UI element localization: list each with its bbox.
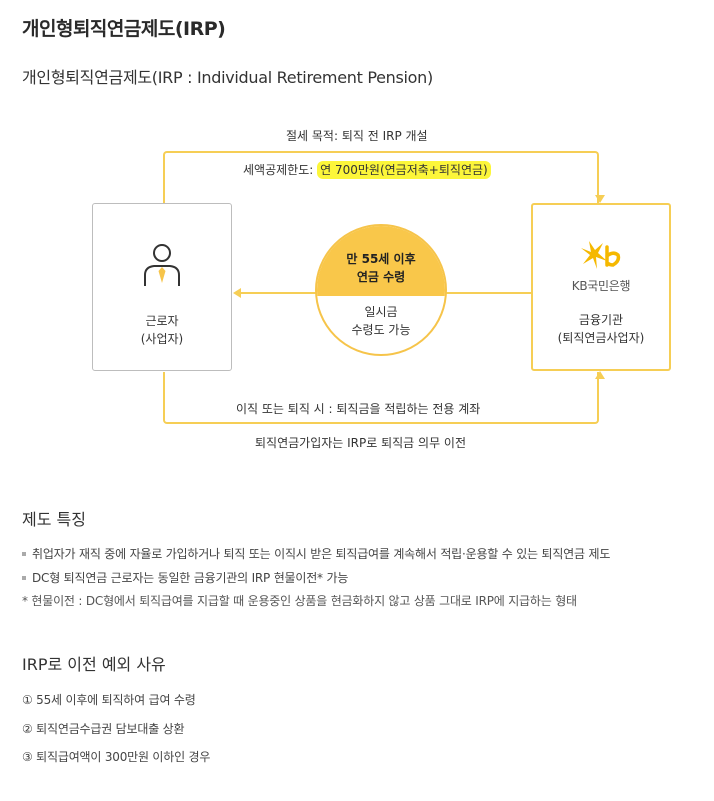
exception-item: ② 퇴직연금수급권 담보대출 상환 <box>22 722 185 736</box>
feature-item: DC형 퇴직연금 근로자는 동일한 금융기관의 IRP 현물이전* 가능 <box>22 569 348 586</box>
page-title: 개인형퇴직연금제도(IRP) <box>22 18 226 40</box>
middle-flow-arrow <box>233 288 241 298</box>
top-flow-arrow <box>595 195 605 203</box>
pension-circle: 만 55세 이후 연금 수령 일시금 수령도 가능 <box>315 224 447 356</box>
exception-item: ③ 퇴직급여액이 300만원 이하인 경우 <box>22 750 211 764</box>
bank-label: 금융기관 <box>578 313 624 327</box>
bank-sublabel: (퇴직연금사업자) <box>557 331 645 345</box>
deduction-limit: 세액공제한도: 연 700만원(연금저축+퇴직연금) <box>243 161 491 179</box>
feature-note: * 현물이전 : DC형에서 퇴직급여를 지급할 때 운용중인 상품을 현금화하… <box>22 594 577 608</box>
kb-star-logo-icon <box>581 241 621 269</box>
bottom-flow-line <box>163 372 599 424</box>
bank-logo-text: KB국민은행 <box>571 279 631 293</box>
exception-item: ① 55세 이후에 퇴직하여 급여 수령 <box>22 693 196 707</box>
circle-top-half <box>317 226 445 296</box>
diagram-bottom-label: 이직 또는 퇴직 시 : 퇴직금을 적립하는 전용 계좌 <box>236 402 481 416</box>
circle-top-line1: 만 55세 이후 <box>346 252 416 266</box>
page-subtitle: 개인형퇴직연금제도(IRP : Individual Retirement Pe… <box>22 68 433 87</box>
diagram-top-label: 절세 목적: 퇴직 전 IRP 개설 <box>286 129 428 143</box>
circle-bottom-line1: 일시금 <box>364 305 398 319</box>
bank-box: KB국민은행 금융기관 (퇴직연금사업자) <box>531 203 671 371</box>
person-icon <box>144 244 180 286</box>
diagram-bottom-note: 퇴직연금가입자는 IRP로 퇴직금 의무 이전 <box>255 436 467 450</box>
worker-box: 근로자 (사업자) <box>92 203 232 371</box>
circle-top-line2: 연금 수령 <box>356 270 406 284</box>
deduction-highlight: 연 700만원(연금저축+퇴직연금) <box>317 161 491 179</box>
worker-label: 근로자 <box>145 314 179 328</box>
worker-sublabel: (사업자) <box>140 332 184 346</box>
bottom-flow-arrow <box>595 371 605 379</box>
deduction-prefix: 세액공제한도: <box>243 163 314 177</box>
features-title: 제도 특징 <box>22 510 86 529</box>
exceptions-title: IRP로 이전 예외 사유 <box>22 655 166 674</box>
feature-item: 취업자가 재직 중에 자율로 가입하거나 퇴직 또는 이직시 받은 퇴직급여를 … <box>22 545 610 562</box>
circle-bottom-line2: 수령도 가능 <box>351 323 411 337</box>
top-flow-line <box>163 151 599 203</box>
